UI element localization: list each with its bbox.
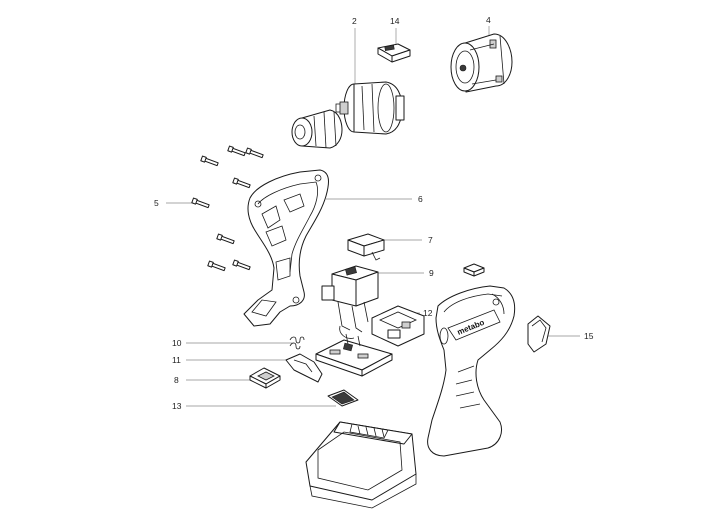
callout-7: 7 (428, 235, 433, 245)
callout-9: 9 (429, 268, 434, 278)
callout-12: 12 (423, 308, 433, 318)
part-9-switch (321, 265, 379, 339)
screw (200, 155, 219, 167)
part-14-slider (377, 43, 411, 63)
screw (207, 260, 226, 272)
battery-pack (305, 421, 417, 509)
callout-11: 11 (172, 355, 181, 365)
screw (232, 177, 251, 189)
part-13-label-plate (327, 389, 359, 407)
callout-8: 8 (174, 375, 179, 385)
callout-13: 13 (172, 401, 182, 411)
part-10-spring (289, 336, 305, 350)
callout-6: 6 (418, 194, 423, 204)
part-6-left-housing (243, 169, 329, 327)
callout-2: 2 (352, 16, 357, 26)
callout-labels: 2 4 5 6 7 8 9 10 11 12 13 14 15 (154, 15, 594, 411)
screw (216, 233, 235, 245)
part-12-terminal-holder (371, 305, 425, 347)
part-7-switch-cover (347, 233, 385, 261)
small-contact-plate (463, 263, 485, 277)
part-4-motor (450, 33, 513, 93)
screw (232, 259, 251, 271)
callout-14: 14 (390, 16, 400, 26)
callout-10: 10 (172, 338, 182, 348)
screws-5 (191, 145, 264, 272)
callout-5: 5 (154, 198, 159, 208)
right-housing: metabo (427, 285, 516, 457)
screw (245, 147, 264, 159)
part-8-button (249, 367, 281, 389)
callout-15: 15 (584, 331, 594, 341)
callout-4: 4 (486, 15, 491, 25)
screw (191, 197, 210, 209)
terminal-plate (315, 333, 393, 377)
screw (227, 145, 246, 157)
chuck (291, 109, 343, 149)
part-2-gearbox (335, 81, 405, 135)
leader-lines (166, 26, 580, 407)
part-15-belt-clip (527, 315, 551, 353)
part-11-direction-switch (285, 353, 323, 383)
